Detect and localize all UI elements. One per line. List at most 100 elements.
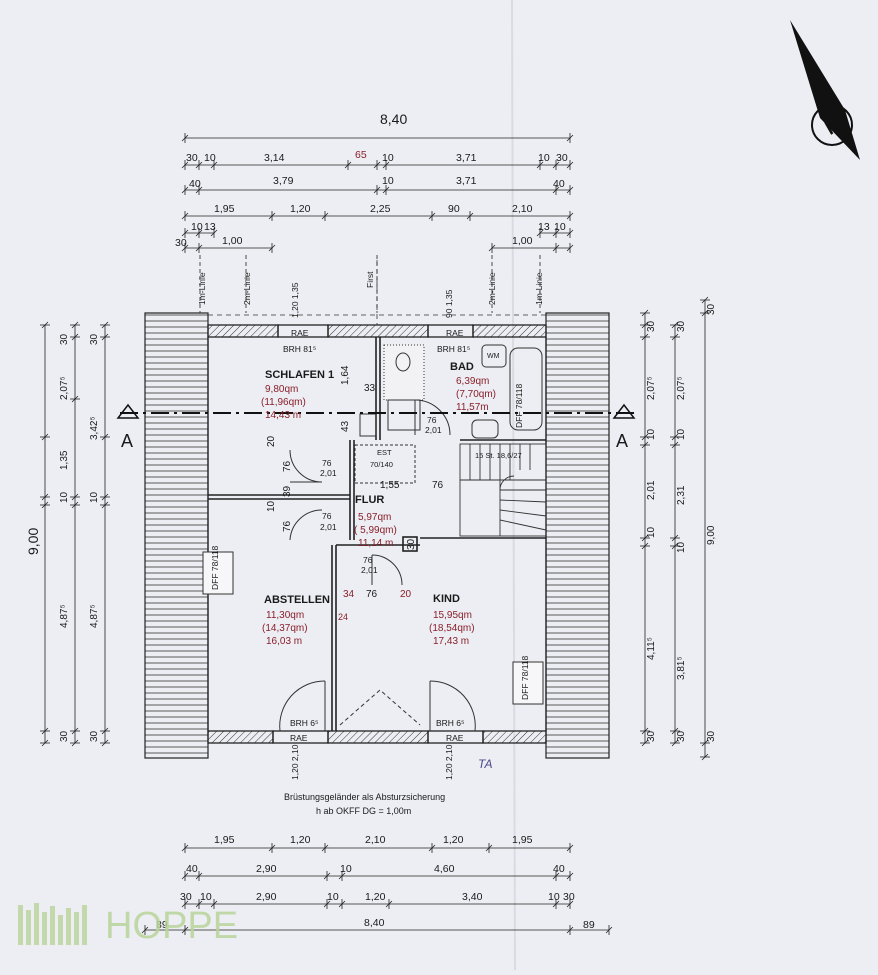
svg-text:4,87⁵: 4,87⁵ [59, 604, 70, 628]
svg-text:40: 40 [553, 863, 565, 875]
svg-text:3,71: 3,71 [456, 175, 477, 187]
svg-text:2,31: 2,31 [676, 485, 687, 505]
svg-text:1,20 1,35: 1,20 1,35 [290, 282, 300, 318]
svg-text:2,07⁵: 2,07⁵ [646, 376, 657, 400]
room-abstellen: ABSTELLEN 11,30qm (14,37qm) 16,03 m [262, 594, 330, 647]
svg-text:10: 10 [266, 500, 277, 512]
svg-text:30: 30 [175, 237, 187, 249]
svg-text:1,95: 1,95 [214, 203, 235, 215]
svg-text:3,81⁵: 3,81⁵ [676, 656, 687, 680]
svg-text:76: 76 [322, 511, 332, 521]
svg-text:1,95: 1,95 [214, 834, 235, 846]
svg-text:1,35: 1,35 [59, 450, 70, 470]
svg-text:RAE: RAE [291, 328, 309, 338]
svg-text:17,43 m: 17,43 m [433, 636, 469, 647]
svg-text:BRH 6⁵: BRH 6⁵ [290, 718, 319, 728]
svg-text:1,20: 1,20 [290, 203, 311, 215]
plan-labels: RAE RAE RAE RAE BRH 81⁵ BRH 81⁵ BRH 6⁵ B… [266, 328, 522, 743]
railing-note-line1: Brüstungsgeländer als Absturzsicherung [284, 792, 445, 802]
section-marker-left: A [121, 431, 133, 451]
svg-text:1,00: 1,00 [512, 235, 533, 247]
svg-text:30: 30 [89, 333, 100, 345]
section-arrow-right [612, 403, 636, 419]
svg-text:30: 30 [706, 730, 717, 742]
svg-text:65: 65 [355, 149, 367, 161]
svg-text:3,14: 3,14 [264, 152, 285, 164]
svg-text:1,20: 1,20 [365, 891, 386, 903]
svg-text:KIND: KIND [433, 593, 460, 605]
svg-text:FLUR: FLUR [355, 494, 384, 506]
svg-text:(14,37qm): (14,37qm) [262, 623, 308, 634]
interior-walls [208, 337, 546, 731]
svg-text:(7,70qm): (7,70qm) [456, 389, 496, 400]
svg-text:EST: EST [377, 448, 392, 457]
svg-text:10: 10 [676, 541, 687, 553]
svg-text:13: 13 [538, 221, 550, 233]
svg-text:76: 76 [322, 458, 332, 468]
svg-text:RAE: RAE [290, 733, 308, 743]
svg-text:30: 30 [646, 730, 657, 742]
svg-text:1,95: 1,95 [512, 834, 533, 846]
svg-text:30: 30 [676, 730, 687, 742]
svg-text:10: 10 [382, 175, 394, 187]
hoppe-logo: HOPPE [18, 903, 238, 947]
svg-text:30: 30 [563, 891, 575, 903]
initials: TA [478, 757, 492, 771]
svg-text:70/140: 70/140 [370, 460, 393, 469]
svg-text:1,55: 1,55 [380, 480, 400, 491]
svg-text:10: 10 [191, 221, 203, 233]
section-arrow-left [116, 403, 140, 419]
svg-text:15 St. 18,6/27: 15 St. 18,6/27 [475, 451, 522, 460]
svg-text:BRH 81⁵: BRH 81⁵ [437, 344, 470, 354]
svg-text:30: 30 [59, 333, 70, 345]
svg-text:76: 76 [363, 555, 373, 565]
svg-text:2,01: 2,01 [320, 522, 337, 532]
svg-text:90: 90 [448, 203, 460, 215]
svg-text:2,90: 2,90 [256, 891, 277, 903]
svg-text:30: 30 [89, 730, 100, 742]
svg-text:6,39qm: 6,39qm [456, 376, 489, 387]
svg-text:24: 24 [338, 612, 348, 622]
svg-text:( 5,99qm): ( 5,99qm) [354, 525, 397, 536]
svg-text:40: 40 [189, 178, 201, 190]
overall-height: 9,00 [25, 528, 41, 555]
svg-text:20: 20 [266, 435, 277, 447]
top-dimensions: 30 10 3,14 65 10 3,71 10 30 40 3,79 10 3… [175, 149, 568, 249]
room-schlafen: SCHLAFEN 1 9,80qm (11,96qm) 14,43 m [261, 369, 334, 421]
svg-text:11,30qm: 11,30qm [266, 610, 304, 621]
staircase [459, 443, 547, 537]
svg-text:76: 76 [282, 460, 293, 472]
svg-text:10: 10 [340, 863, 352, 875]
left-dimensions: 30 2,07⁵ 1,35 10 4,87⁵ 30 30 3,42⁵ 10 4,… [59, 333, 100, 742]
svg-text:2,01: 2,01 [646, 480, 657, 500]
svg-text:11,14 m: 11,14 m [358, 538, 393, 549]
svg-text:30: 30 [556, 152, 568, 164]
svg-text:1,20 2,10: 1,20 2,10 [444, 744, 454, 780]
north-arrow: N [790, 20, 860, 160]
vertical-labels: 1m-Linie 2m-Linie First 2m-Linie 1m-Lini… [197, 271, 544, 780]
room-kind: KIND 15,95qm (18,54qm) 17,43 m [429, 593, 475, 647]
svg-text:2,90: 2,90 [256, 863, 277, 875]
svg-text:1,20: 1,20 [290, 834, 311, 846]
svg-text:2,07⁵: 2,07⁵ [59, 376, 70, 400]
svg-text:40: 40 [553, 178, 565, 190]
svg-text:89: 89 [156, 919, 168, 931]
svg-text:1,20 2,10: 1,20 2,10 [290, 744, 300, 780]
svg-text:2m-Linie: 2m-Linie [242, 272, 252, 305]
svg-text:10: 10 [548, 891, 560, 903]
svg-text:14,43 m: 14,43 m [265, 410, 301, 421]
svg-text:40: 40 [186, 863, 198, 875]
svg-text:DFF 78/118: DFF 78/118 [210, 545, 220, 590]
svg-text:10: 10 [554, 221, 566, 233]
svg-text:DFF 78/118: DFF 78/118 [520, 655, 530, 700]
svg-text:33: 33 [364, 383, 376, 394]
svg-text:DFF 78/118: DFF 78/118 [514, 383, 524, 428]
svg-text:15,95qm: 15,95qm [433, 610, 472, 621]
room-name: SCHLAFEN 1 [265, 369, 334, 381]
svg-text:5,97qm: 5,97qm [358, 512, 391, 523]
svg-text:1m-Linie: 1m-Linie [197, 272, 207, 305]
svg-text:76: 76 [282, 520, 293, 532]
svg-text:3,42⁵: 3,42⁵ [89, 416, 100, 440]
svg-text:76: 76 [432, 480, 444, 491]
